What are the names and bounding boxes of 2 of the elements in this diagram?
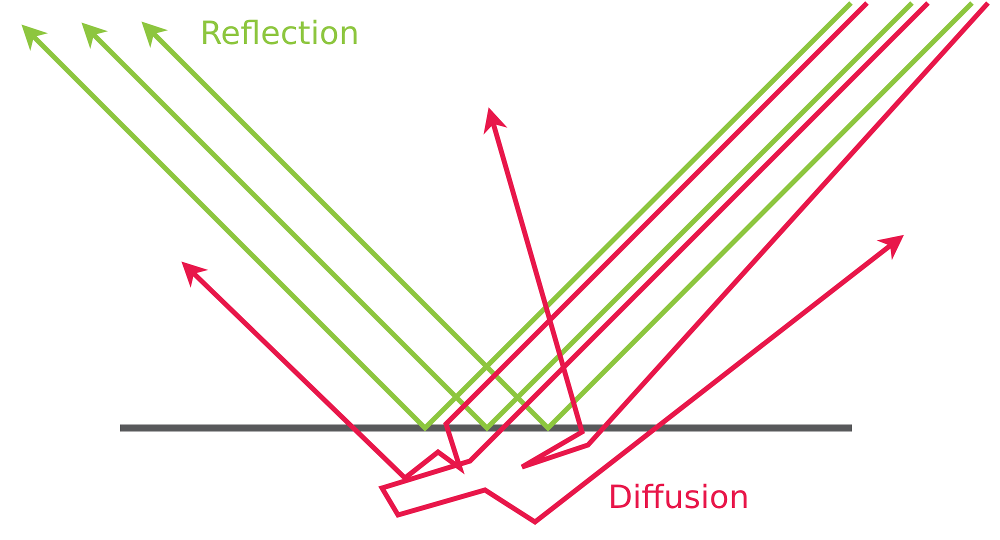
reflection-label: Reflection	[200, 14, 360, 52]
diffusion-label: Diffusion	[608, 478, 750, 516]
